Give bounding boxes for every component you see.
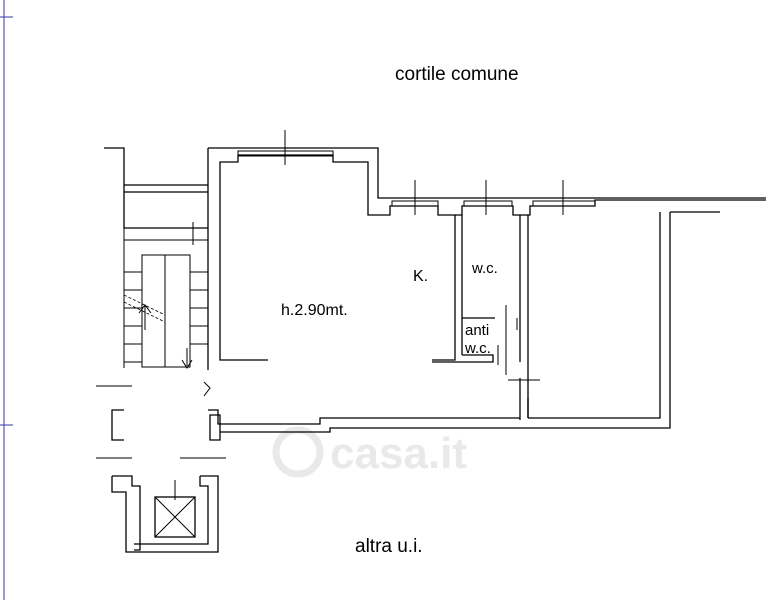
watermark: casa.it [272, 426, 467, 478]
kitchen-label: K. [413, 268, 428, 285]
landing [96, 381, 226, 459]
watermark-logo-icon [272, 426, 324, 478]
other-unit-label: altra u.i. [355, 536, 423, 557]
apartment-walls [207, 147, 766, 441]
windows [237, 130, 596, 215]
anti-wc-label: w.c. [464, 340, 491, 357]
ceiling-height-label: h.2.90mt. [281, 302, 348, 319]
courtyard-label: cortile comune [395, 64, 519, 85]
wc-label: w.c. [471, 260, 498, 277]
anti-label: anti [465, 322, 489, 339]
stairwell [104, 147, 208, 369]
watermark-text: casa.it [330, 429, 467, 478]
frame-marks [0, 0, 13, 600]
elevator-shaft [111, 475, 219, 553]
